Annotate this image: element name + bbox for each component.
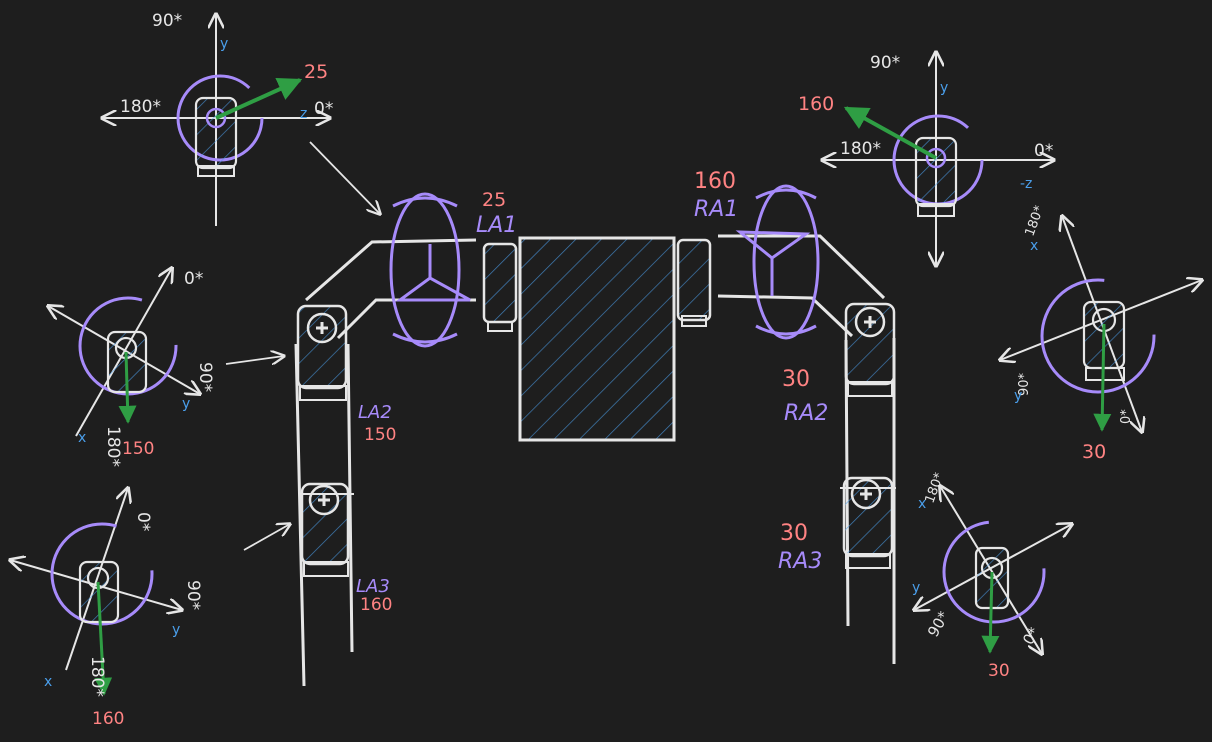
gizmo-mid-left: 0* 90* 180* x y 150 — [48, 268, 215, 467]
la1-value: 25 — [482, 189, 506, 211]
la1-rotation-icon — [389, 192, 471, 348]
gizmo-low-left: 0* 90* 180* x y 160 — [10, 488, 203, 729]
gizmo-ml-axis-x: x — [78, 430, 86, 446]
gizmo-lr-value: 30 — [988, 661, 1010, 681]
gizmo-low-right: 180* 90* 0* x y 30 — [912, 470, 1072, 681]
gizmo-tl-value: 25 — [304, 61, 328, 83]
gizmo-lr-axis-x: x — [918, 496, 926, 512]
gizmo-top-right: 90* 180* 0* y -z 160 — [798, 52, 1054, 266]
gizmo-tl-axis-right: z — [300, 106, 307, 122]
gizmo-tr-deg-up: 90* — [870, 53, 900, 73]
gizmo-mr-axis-x: x — [1030, 238, 1038, 254]
gizmo-ml-deg-b: 90* — [195, 362, 215, 392]
ra2-value: 30 — [782, 367, 810, 392]
gizmo-top-left: 90* 180* 0* y z 25 — [102, 11, 333, 226]
la3-name: LA3 — [356, 576, 390, 597]
gizmo-mr-deg-b: 90* — [1017, 372, 1032, 396]
gizmo-ml-value: 150 — [122, 439, 154, 459]
ra1-rotation-icon — [735, 184, 820, 340]
gizmo-mr-deg-a: 180* — [1023, 203, 1048, 238]
ra3-value: 30 — [780, 521, 808, 546]
gizmo-ml-axis-y: y — [182, 396, 190, 412]
joint-labels: 25 LA1 160 RA1 LA2 150 LA3 160 30 RA2 30… — [356, 169, 828, 615]
right-arm — [717, 184, 896, 664]
gizmo-lr-deg-c: 0* — [1019, 624, 1043, 648]
gizmo-tl-deg-left: 180* — [120, 97, 161, 117]
gizmo-mr-axis-y: y — [1014, 388, 1022, 404]
la1-name: LA1 — [476, 213, 517, 238]
gizmo-tr-axis-right: -z — [1020, 176, 1032, 192]
la2-value: 150 — [364, 425, 396, 445]
gizmo-ll-deg-a: 0* — [133, 512, 153, 531]
gizmo-tl-deg-right: 0* — [314, 99, 333, 119]
gizmo-ll-value: 160 — [92, 709, 124, 729]
gizmo-mr-deg-c: 0* — [1119, 409, 1134, 424]
pointer-arrows — [225, 141, 380, 551]
gizmo-ll-deg-b: 90* — [183, 580, 203, 610]
gizmo-ml-deg-c: 180* — [103, 426, 123, 467]
la3-value: 160 — [360, 595, 392, 615]
gizmo-tr-value: 160 — [798, 93, 834, 115]
gizmo-mid-right: 180* 90* 0* x y 30 — [1000, 203, 1202, 463]
gizmo-lr-axis-y: y — [912, 580, 920, 596]
gizmo-lr-deg-b: 90* — [924, 608, 953, 640]
gizmo-tr-axis-up: y — [940, 80, 948, 96]
ra1-name: RA1 — [694, 197, 738, 222]
gizmo-tr-deg-right: 0* — [1034, 141, 1053, 161]
ra3-name: RA3 — [778, 549, 822, 574]
gizmo-ll-deg-c: 180* — [87, 656, 107, 697]
gizmo-ll-axis-y: y — [172, 622, 180, 638]
gizmo-ll-axis-x: x — [44, 674, 52, 690]
gizmo-tl-deg-up: 90* — [152, 11, 182, 31]
ra1-value: 160 — [694, 169, 736, 194]
left-arm — [294, 192, 477, 687]
gizmo-tr-deg-left: 180* — [840, 139, 881, 159]
gizmo-tl-axis-up: y — [220, 36, 228, 52]
ra2-name: RA2 — [784, 401, 828, 426]
gizmo-ml-deg-a: 0* — [184, 269, 203, 289]
gizmo-mr-value: 30 — [1082, 441, 1106, 463]
robot-body — [482, 236, 712, 442]
la2-name: LA2 — [358, 402, 392, 423]
